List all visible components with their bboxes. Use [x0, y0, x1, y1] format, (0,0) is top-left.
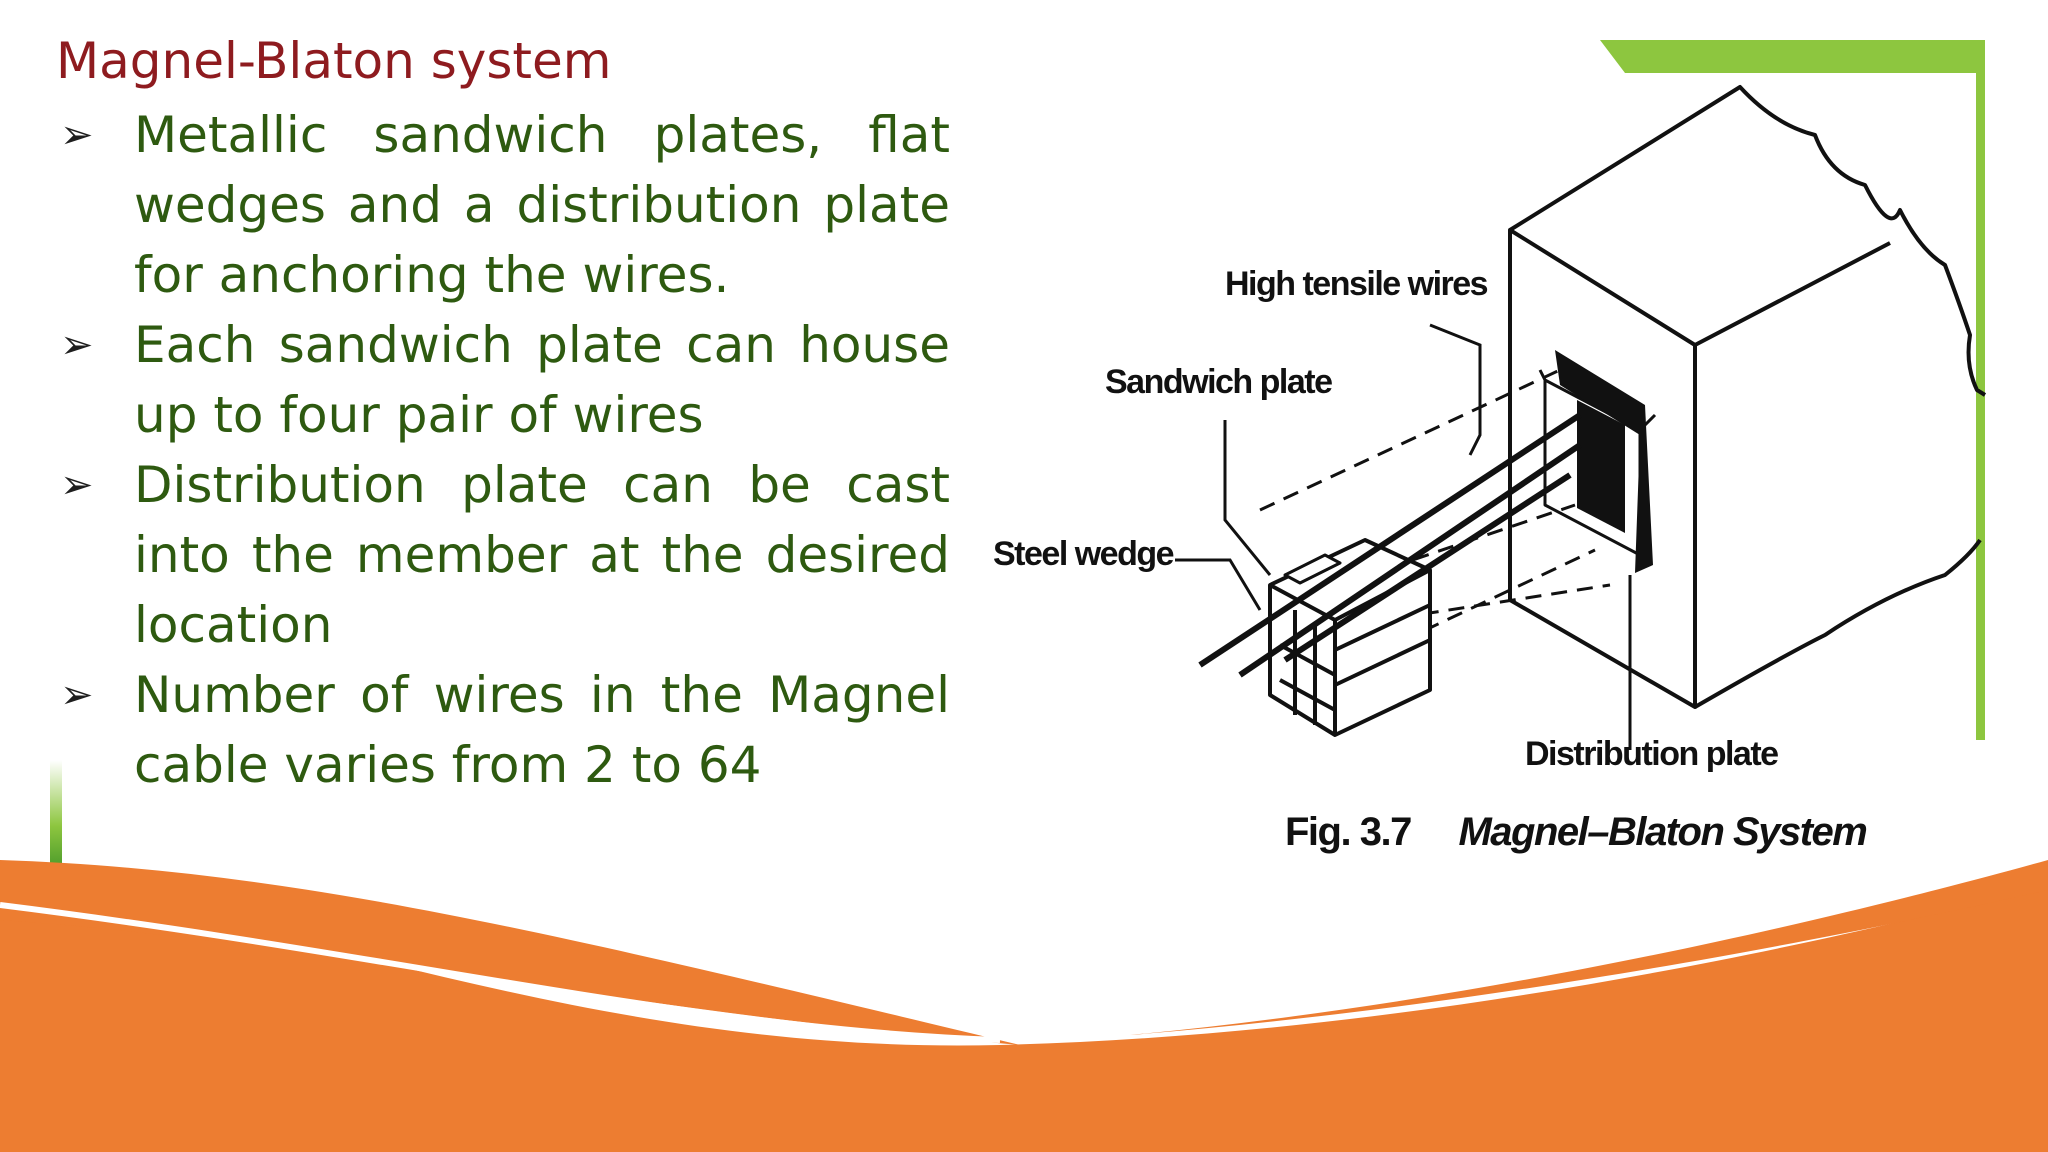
wave-white-line	[0, 902, 1001, 1043]
label-steel-wedge: Steel wedge	[993, 535, 1175, 573]
sandwich-core	[1577, 400, 1625, 533]
bullet-item: ➢ Each sandwich plate can house up to fo…	[60, 310, 950, 450]
leader-steel-wedge	[1175, 558, 1262, 611]
orange-wave-footer	[0, 860, 2048, 1152]
bullet-list: ➢ Metallic sandwich plates, flat wedges …	[60, 100, 950, 800]
projection-line	[1259, 368, 1561, 512]
arrowhead-bullet-icon: ➢	[60, 322, 94, 368]
left-accent-bar	[50, 760, 62, 870]
arrowhead-bullet-icon: ➢	[60, 112, 94, 158]
high-tensile-wire	[1198, 412, 1582, 668]
arrowhead-bullet-icon: ➢	[60, 672, 94, 718]
figure-caption: Fig. 3.7 Magnel–Blaton System	[1285, 810, 1868, 855]
slide-title: Magnel-Blaton system	[56, 32, 612, 90]
figure-number: Fig. 3.7	[1285, 810, 1412, 854]
wave-fill	[0, 880, 2048, 1152]
anchorage-diagram	[1175, 40, 1987, 750]
leader-high-tensile-wires	[1429, 323, 1482, 456]
concrete-block-side	[1693, 241, 1982, 709]
leader-sandwich-plate	[1223, 420, 1272, 576]
bearing-plate	[1555, 350, 1653, 573]
label-sandwich-plate: Sandwich plate	[1105, 363, 1333, 401]
bullet-text: Distribution plate can be cast into the …	[134, 456, 950, 654]
bullet-text: Number of wires in the Magnel cable vari…	[134, 666, 950, 794]
projection-line	[1329, 548, 1596, 677]
label-distribution-plate: Distribution plate	[1525, 735, 1779, 773]
bullet-item: ➢ Distribution plate can be cast into th…	[60, 450, 950, 660]
projection-line	[1319, 583, 1611, 632]
high-tensile-wire	[1238, 442, 1582, 678]
projection-line	[1314, 503, 1576, 595]
bullet-text: Each sandwich plate can house up to four…	[134, 316, 950, 444]
high-tensile-wire	[1283, 472, 1572, 663]
label-high-tensile-wires: High tensile wires	[1225, 265, 1489, 303]
figure-title: Magnel–Blaton System	[1458, 810, 1867, 854]
steel-wedge	[1283, 553, 1342, 585]
anchorage-figure: High tensile wires Sandwich plate Steel …	[985, 35, 1990, 875]
bullet-item: ➢ Number of wires in the Magnel cable va…	[60, 660, 950, 800]
concrete-block-top	[1508, 85, 1987, 397]
green-accent-top	[1600, 40, 1985, 73]
arrowhead-bullet-icon: ➢	[60, 462, 94, 508]
wave-upper-band	[0, 860, 1020, 1045]
bullet-text: Metallic sandwich plates, flat wedges an…	[134, 106, 950, 304]
bullet-item: ➢ Metallic sandwich plates, flat wedges …	[60, 100, 950, 310]
